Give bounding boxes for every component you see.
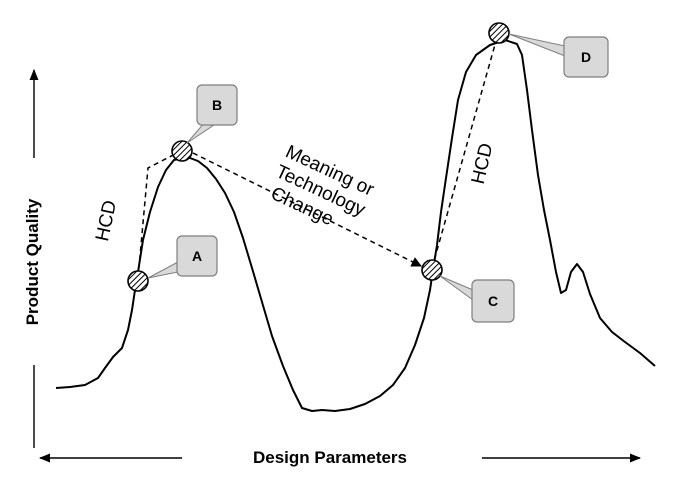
callout-d-label: D [581,49,591,65]
x-axis-label: Design Parameters [253,448,407,467]
callout-c: C [439,275,515,323]
hcd-path-left [137,149,184,279]
callout-b: B [186,84,238,144]
point-b-marker [171,140,193,162]
hcd-path-right [431,33,499,269]
callout-c-label: C [488,293,498,309]
point-a-marker [127,270,149,292]
callout-d: D [508,33,609,78]
callout-a-label: A [192,248,202,264]
change-label: Meaning or Technology Change [267,141,377,230]
point-c-marker [421,259,443,281]
callout-b-label: B [212,97,222,113]
point-d-marker [488,22,510,44]
callout-a: A [147,235,218,279]
change-arrow [192,152,422,267]
quality-curve [55,39,656,412]
hcd-label-right: HCD [468,141,498,186]
hcd-label-left: HCD [92,199,121,244]
y-axis-label: Product Quality [23,198,42,325]
